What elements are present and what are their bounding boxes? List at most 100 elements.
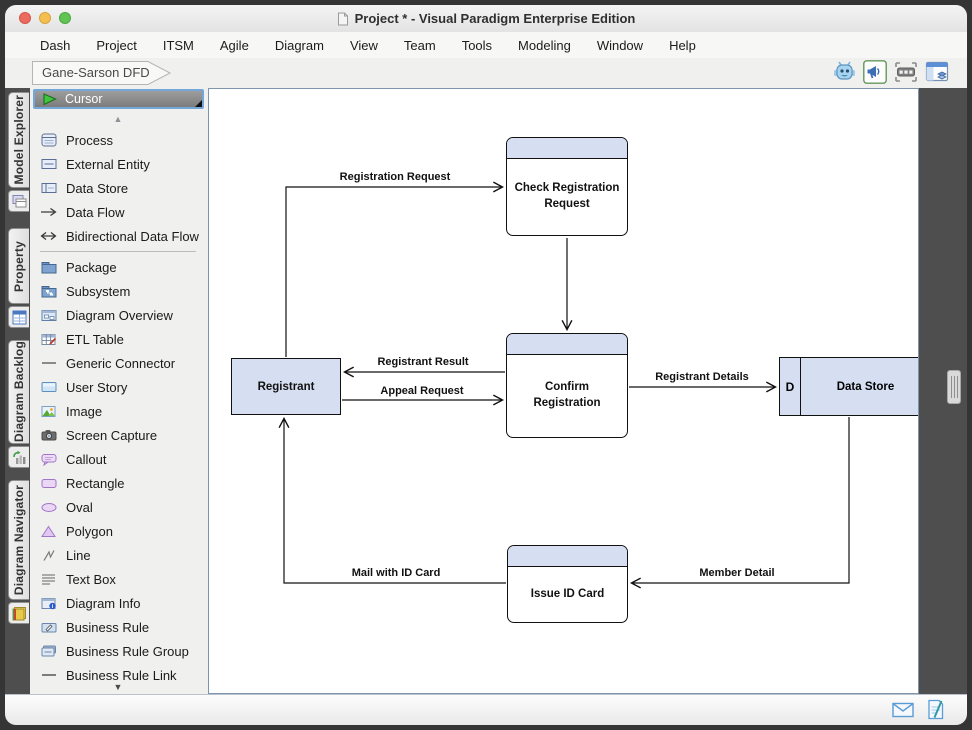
- palette-item-business-rule[interactable]: Business Rule: [30, 615, 206, 639]
- palette-item-line[interactable]: Line: [30, 543, 206, 567]
- palette-item-business-rule-link[interactable]: Business Rule Link: [30, 663, 206, 687]
- palette-item-process[interactable]: Process: [30, 128, 206, 152]
- cursor-tool-button[interactable]: Cursor: [33, 89, 204, 109]
- business-rule-link-icon: [40, 667, 57, 684]
- palette-item-generic-connector[interactable]: Generic Connector: [30, 351, 206, 375]
- minimize-window-button[interactable]: [39, 12, 51, 24]
- menu-item-diagram[interactable]: Diagram: [274, 37, 324, 53]
- palette-item-data-store[interactable]: Data Store: [30, 176, 206, 200]
- menu-item-dash[interactable]: Dash: [40, 37, 71, 53]
- diagram-navigator-icon[interactable]: [8, 602, 29, 624]
- breadcrumb-tab-shape: [32, 61, 172, 85]
- menu-item-team[interactable]: Team: [403, 37, 436, 53]
- flow-label-appeal-request[interactable]: Appeal Request: [378, 385, 466, 397]
- palette-item-diagram-info[interactable]: i Diagram Info: [30, 591, 206, 615]
- rectangle-icon: [40, 475, 57, 492]
- tab-model-explorer[interactable]: Model Explorer: [8, 92, 29, 188]
- palette-item-screen-capture[interactable]: Screen Capture: [30, 423, 206, 447]
- menu-item-itsm[interactable]: ITSM: [162, 37, 194, 53]
- close-window-button[interactable]: [19, 12, 31, 24]
- process-confirm-registration[interactable]: Confirm Registration: [506, 333, 628, 438]
- palette-separator: [40, 251, 196, 252]
- callout-icon: [40, 451, 57, 468]
- announcement-megaphone-icon[interactable]: [863, 60, 887, 84]
- palette-item-external-entity[interactable]: External Entity: [30, 152, 206, 176]
- palette-item-user-story[interactable]: User Story: [30, 375, 206, 399]
- flow-label-registrant-details[interactable]: Registrant Details: [653, 371, 751, 383]
- process-check-registration-request[interactable]: Check Registration Request: [506, 137, 628, 236]
- process-header: [507, 334, 627, 355]
- tab-property[interactable]: Property: [8, 228, 29, 304]
- external-entity-icon: [40, 156, 57, 173]
- palette-item-image[interactable]: Image: [30, 399, 206, 423]
- tab-diagram-navigator[interactable]: Diagram Navigator: [8, 480, 29, 600]
- flow-member-detail-line[interactable]: [629, 417, 850, 589]
- panel-splitter-handle[interactable]: [947, 370, 961, 404]
- subsystem-icon: [40, 283, 57, 300]
- process-header: [508, 546, 627, 567]
- property-grid-icon[interactable]: [8, 306, 29, 328]
- diagram-backlog-icon[interactable]: [8, 446, 29, 468]
- flow-registration-request-line[interactable]: [285, 181, 505, 357]
- traffic-lights: [19, 12, 71, 24]
- cursor-tool-label: Cursor: [65, 92, 103, 106]
- palette-item-etl-table[interactable]: ETL Table: [30, 327, 206, 351]
- process-label: Confirm Registration: [533, 381, 601, 409]
- palette-scroll-down-arrow[interactable]: ▼: [113, 682, 123, 692]
- menu-item-tools[interactable]: Tools: [461, 37, 493, 53]
- etl-table-icon: [40, 331, 57, 348]
- data-store-id: D: [780, 358, 801, 415]
- data-store-node[interactable]: D Data Store: [779, 357, 918, 416]
- assistant-robot-icon[interactable]: [832, 60, 856, 84]
- palette-item-callout[interactable]: Callout: [30, 447, 206, 471]
- svg-text:i: i: [51, 604, 53, 610]
- screen-capture-icon: [40, 427, 57, 444]
- model-explorer-icon[interactable]: [8, 190, 29, 212]
- palette-item-text-box[interactable]: Text Box: [30, 567, 206, 591]
- menu-item-agile[interactable]: Agile: [219, 37, 249, 53]
- palette-item-data-flow[interactable]: Data Flow: [30, 200, 206, 224]
- palette-item-polygon[interactable]: Polygon: [30, 519, 206, 543]
- menu-item-project[interactable]: Project: [96, 37, 137, 53]
- palette-item-diagram-overview[interactable]: Diagram Overview: [30, 303, 206, 327]
- palette-item-business-rule-group[interactable]: Business Rule Group: [30, 639, 206, 663]
- process-icon: [40, 132, 57, 149]
- palette-item-package[interactable]: Package: [30, 255, 206, 279]
- data-flow-icon: [40, 204, 57, 221]
- tab-diagram-backlog[interactable]: Diagram Backlog: [8, 340, 29, 444]
- external-entity-registrant[interactable]: Registrant: [231, 358, 341, 415]
- menu-item-window[interactable]: Window: [596, 37, 644, 53]
- flow-mail-with-id-card-line[interactable]: [278, 416, 506, 584]
- user-story-icon: [40, 379, 57, 396]
- bidirectional-data-flow-icon: [40, 228, 57, 245]
- flow-label-registrant-result[interactable]: Registrant Result: [375, 356, 471, 368]
- data-store-icon: [40, 180, 57, 197]
- process-label: Check Registration Request: [514, 182, 620, 210]
- palette-item-bidirectional-data-flow[interactable]: Bidirectional Data Flow: [30, 224, 206, 248]
- breadcrumb[interactable]: Gane-Sarson DFD: [32, 61, 172, 85]
- flow-label-mail-with-id-card[interactable]: Mail with ID Card: [349, 567, 443, 579]
- menu-item-help[interactable]: Help: [669, 37, 696, 53]
- flow-label-member-detail[interactable]: Member Detail: [697, 567, 777, 579]
- palette-item-oval[interactable]: Oval: [30, 495, 206, 519]
- edit-document-icon[interactable]: [927, 699, 945, 725]
- status-bar: [5, 694, 967, 725]
- diagram-canvas[interactable]: Check Registration Request Confirm Regis…: [208, 88, 919, 694]
- palette-scroll-up-arrow[interactable]: ▲: [113, 114, 123, 124]
- external-entity-label: Registrant: [257, 380, 315, 393]
- palette-item-subsystem[interactable]: Subsystem: [30, 279, 206, 303]
- flow-label-registration-request[interactable]: Registration Request: [337, 171, 453, 183]
- palette-item-rectangle[interactable]: Rectangle: [30, 471, 206, 495]
- process-issue-id-card[interactable]: Issue ID Card: [507, 545, 628, 623]
- message-envelope-icon[interactable]: [892, 702, 914, 723]
- menu-item-modeling[interactable]: Modeling: [518, 37, 571, 53]
- cursor-tool-more-indicator: [195, 100, 202, 107]
- title-bar: Project * - Visual Paradigm Enterprise E…: [5, 5, 967, 33]
- process-label: Issue ID Card: [530, 587, 605, 600]
- presentation-filmstrip-icon[interactable]: [894, 60, 918, 84]
- menu-item-view[interactable]: View: [349, 37, 378, 53]
- maximize-window-button[interactable]: [59, 12, 71, 24]
- package-icon: [40, 259, 57, 276]
- side-tab-strip: Model Explorer Property: [5, 88, 30, 694]
- panel-layout-icon[interactable]: [925, 60, 949, 84]
